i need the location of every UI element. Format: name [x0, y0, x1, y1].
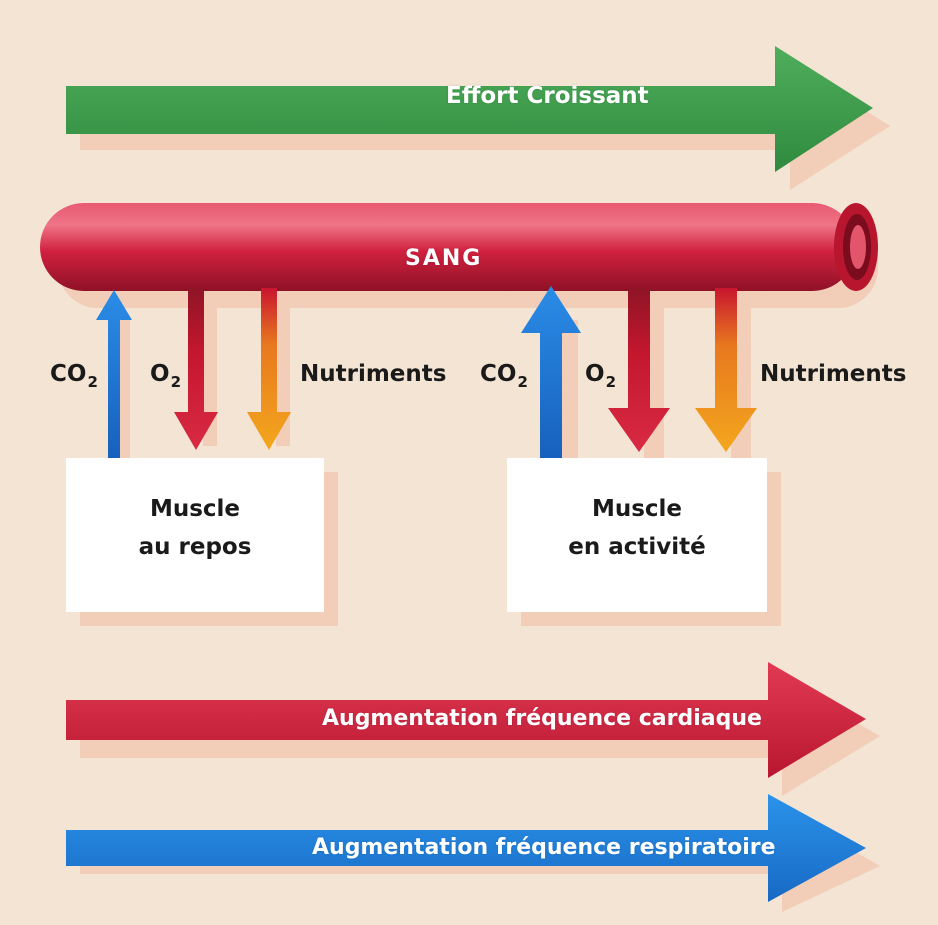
- left-co2-subscript: 2: [87, 373, 98, 391]
- muscle-rest-text: Muscle au repos: [66, 490, 324, 566]
- right-o2-text: O: [585, 361, 605, 387]
- left-nutrients-label: Nutriments: [300, 361, 447, 387]
- muscle-active-line2: en activité: [568, 534, 706, 560]
- left-o2-subscript: 2: [170, 373, 181, 391]
- muscle-rest-line1: Muscle: [149, 496, 241, 522]
- blood-label: SANG: [405, 246, 483, 271]
- right-co2-text: CO: [480, 361, 517, 387]
- right-nutrients-label: Nutriments: [760, 361, 907, 387]
- right-co2-label: CO2: [480, 361, 528, 390]
- muscle-rest-line2: au repos: [138, 534, 252, 560]
- blood-vessel: [40, 203, 878, 308]
- muscle-active-text: Muscle en activité: [507, 490, 767, 566]
- heart-rate-arrow: [66, 662, 880, 796]
- left-co2-label: CO2: [50, 361, 98, 390]
- right-o2-label: O2: [585, 361, 616, 390]
- right-nutrients-arrow: [695, 288, 757, 460]
- muscle-active-line1: Muscle: [591, 496, 683, 522]
- effort-arrow: [66, 46, 890, 190]
- left-o2-arrow: [174, 288, 218, 450]
- right-o2-arrow: [608, 288, 670, 460]
- left-nutrients-arrow: [247, 288, 291, 450]
- heart-rate-label: Augmentation fréquence cardiaque: [322, 706, 762, 731]
- left-co2-arrow: [96, 290, 132, 475]
- left-o2-text: O: [150, 361, 170, 387]
- left-o2-label: O2: [150, 361, 181, 390]
- right-co2-subscript: 2: [517, 373, 528, 391]
- respiratory-rate-arrow: [66, 794, 880, 912]
- right-co2-arrow: [521, 286, 581, 475]
- muscle-rest-box: [66, 458, 324, 612]
- respiratory-rate-label: Augmentation fréquence respiratoire: [312, 835, 776, 860]
- left-co2-text: CO: [50, 361, 87, 387]
- right-o2-subscript: 2: [605, 373, 616, 391]
- effort-label: Effort Croissant: [446, 83, 649, 109]
- muscle-active-box: [507, 458, 767, 612]
